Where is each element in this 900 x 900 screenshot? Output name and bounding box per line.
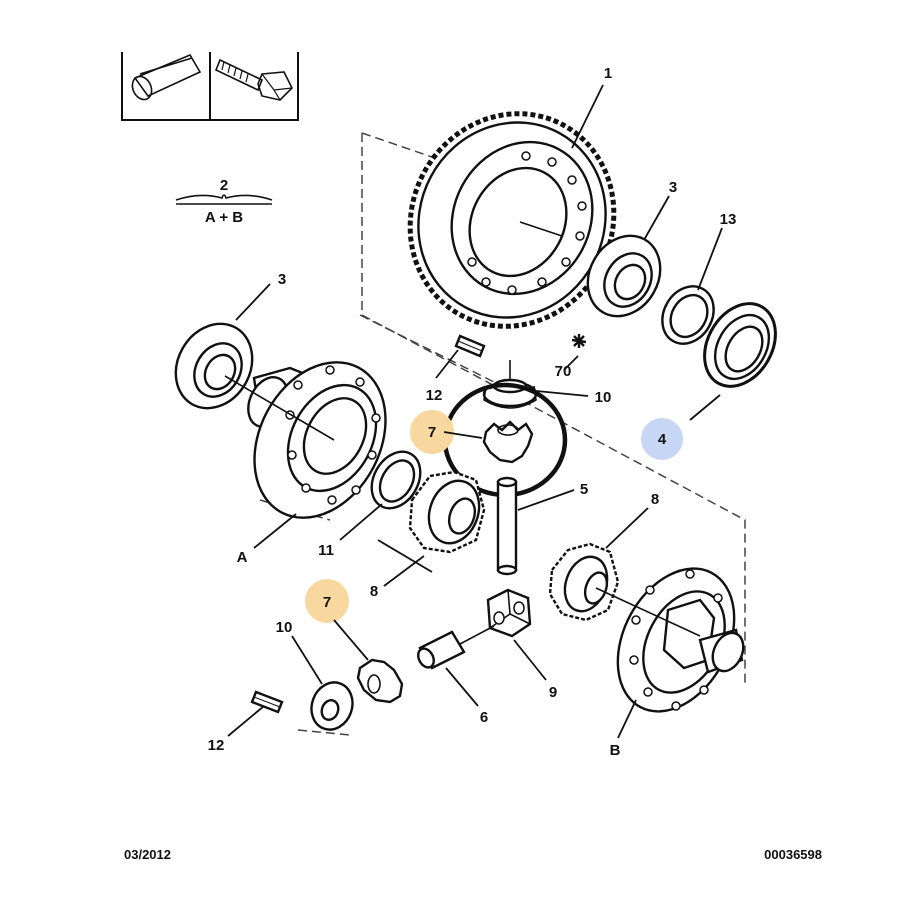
key-pin-icon — [131, 53, 202, 101]
label-B: B — [610, 742, 621, 759]
planet-gear-lower — [356, 658, 404, 704]
side-gear-left — [408, 470, 486, 554]
shim-ring — [661, 285, 715, 345]
label-9: 9 — [549, 684, 557, 701]
label-7-lower: 7 — [323, 594, 331, 611]
highlight-7-lower — [305, 579, 349, 623]
label-2: 2 — [220, 177, 228, 194]
cross-block — [486, 588, 532, 638]
star-marker-icon — [571, 334, 587, 348]
label-2-sub: A + B — [205, 209, 243, 226]
label-3-right: 3 — [669, 179, 677, 196]
label-8-left: 8 — [370, 583, 378, 600]
washer-lower — [310, 681, 354, 731]
ring-gear-holes — [467, 151, 587, 295]
footer-ref: 00036598 — [764, 847, 822, 862]
label-1: 1 — [604, 65, 612, 82]
bearing-left — [174, 322, 254, 410]
label-7-upper: 7 — [428, 424, 436, 441]
ring-gear — [407, 111, 617, 329]
highlight-7-upper — [410, 410, 454, 454]
label-4: 4 — [658, 431, 667, 448]
footer-date: 03/2012 — [124, 847, 171, 862]
oil-seal — [703, 302, 777, 388]
label-2-group: 2 A + B — [175, 177, 273, 226]
thrust-washer — [370, 450, 422, 510]
label-12-lower: 12 — [208, 737, 225, 754]
label-5: 5 — [580, 481, 588, 498]
diff-case-b — [595, 567, 745, 713]
label-8-right: 8 — [651, 491, 659, 508]
label-13: 13 — [720, 211, 737, 228]
label-10-upper: 10 — [595, 389, 612, 406]
label-12-upper: 12 — [426, 387, 443, 404]
label-3-left: 3 — [278, 271, 286, 288]
label-10-lower: 10 — [276, 619, 293, 636]
legend-box — [121, 52, 299, 121]
planet-gear-upper — [482, 420, 534, 464]
label-A: A — [237, 549, 248, 566]
label-6: 6 — [480, 709, 488, 726]
pinion-shaft — [496, 476, 518, 576]
roll-pin-lower — [250, 690, 284, 714]
short-pin — [417, 625, 495, 670]
diff-case-a — [224, 361, 387, 519]
side-gear-right — [548, 542, 620, 622]
roll-pin-upper — [454, 334, 486, 358]
highlight-4 — [641, 418, 683, 460]
bolt-icon — [214, 58, 293, 101]
label-11: 11 — [318, 542, 334, 559]
label-70: 70 — [555, 363, 572, 380]
bearing-right — [586, 234, 662, 318]
leader-lines — [227, 84, 723, 739]
